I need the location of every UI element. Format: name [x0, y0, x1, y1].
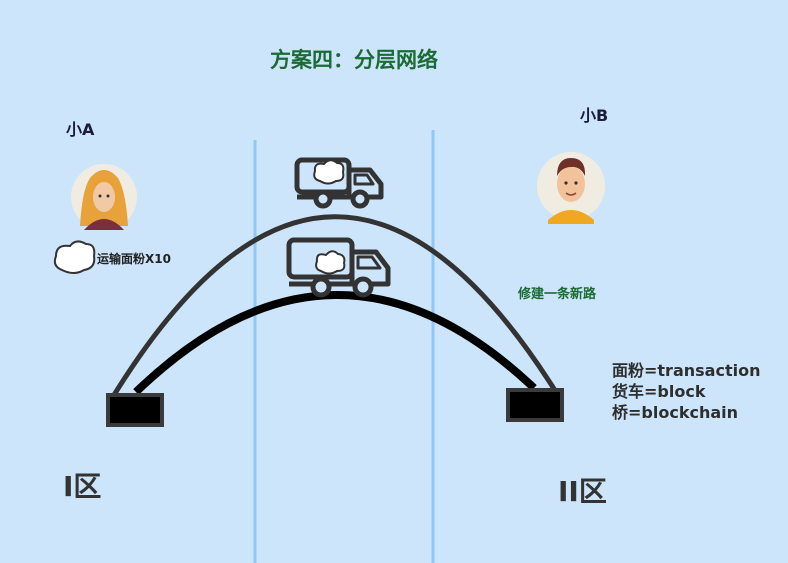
- legend-item-blockchain: 桥=blockchain: [612, 403, 739, 422]
- man-avatar-icon: [537, 152, 605, 224]
- page-title: 方案四：分层网络: [270, 48, 438, 72]
- legend-item-block: 货车=block: [612, 382, 706, 401]
- delivery-truck-icon-lower: [286, 237, 391, 298]
- zone-label-2: II区: [558, 475, 607, 508]
- person-b-label: 小B: [580, 106, 609, 125]
- flour-cloud-icon: [53, 240, 96, 274]
- legend: 面粉=transaction 货车=block 桥=blockchain: [612, 360, 760, 423]
- bridge-pier-left: [106, 393, 164, 427]
- new-road-arc: [111, 214, 559, 397]
- new-road-label: 修建一条新路: [518, 287, 597, 302]
- bridge-arc: [133, 291, 537, 395]
- zone-label-1: I区: [63, 470, 102, 503]
- woman-avatar-icon: [71, 164, 137, 230]
- person-a-label: 小A: [66, 120, 95, 139]
- cargo-label: 运输面粉X10: [97, 252, 171, 266]
- legend-item-transaction: 面粉=transaction: [612, 361, 761, 380]
- bridge-pier-right: [506, 388, 564, 422]
- delivery-truck-icon-upper: [294, 157, 384, 209]
